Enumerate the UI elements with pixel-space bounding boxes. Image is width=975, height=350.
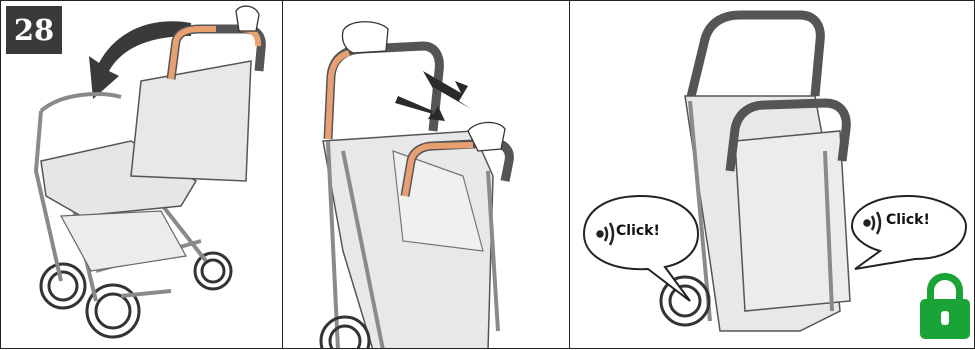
panel-folded-locked: Click! Click! bbox=[569, 0, 975, 349]
stroller-folding-illustration bbox=[1, 1, 283, 349]
double-arrow-icon bbox=[423, 71, 471, 109]
padlock-icon bbox=[920, 273, 970, 339]
handle bbox=[328, 46, 439, 139]
backrest bbox=[131, 61, 251, 181]
speech-bubble-right bbox=[852, 196, 966, 269]
basket bbox=[61, 211, 186, 271]
stroller-lift-illustration bbox=[283, 1, 570, 349]
hand bbox=[236, 6, 259, 31]
wheel bbox=[321, 317, 369, 349]
panel-fold-seat: 28 bbox=[0, 0, 283, 349]
click-label-left: Click! bbox=[616, 223, 660, 239]
click-label-right: Click! bbox=[886, 212, 930, 228]
stroller-folded-illustration bbox=[570, 1, 975, 349]
hand bbox=[342, 22, 388, 53]
handle bbox=[690, 15, 820, 101]
panel-lift-handle bbox=[282, 0, 570, 349]
